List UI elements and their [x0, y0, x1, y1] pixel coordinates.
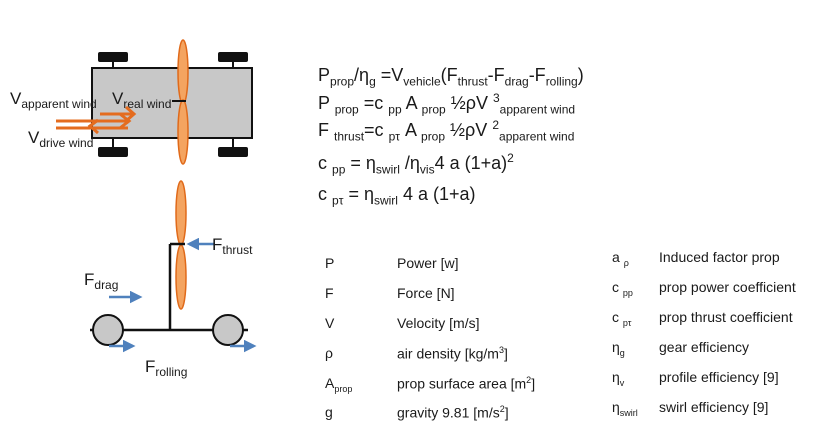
f-drag-label: Fdrag — [84, 270, 118, 292]
legend-description: swirl efficiency [9] — [659, 399, 769, 415]
equation-power-coefficient: c pp = ηswirl /ηvis4 a (1+a)2 — [318, 151, 514, 177]
legend-description: profile efficiency [9] — [659, 369, 779, 385]
front-wheel — [92, 314, 124, 346]
legend-description: Force [N] — [397, 285, 455, 301]
legend-description: gear efficiency — [659, 339, 750, 355]
equation-power-balance: Pprop/ηg =Vvehicle(Fthrust-Fdrag-Frollin… — [318, 65, 584, 89]
v-real-wind-label: Vreal wind — [112, 89, 171, 111]
f-rolling-label: Frolling — [145, 357, 187, 379]
legend-symbol: F — [325, 285, 334, 301]
equation-prop-power: P prop =c pp A prop ½ρV 3apparent wind — [318, 91, 576, 117]
wheel-top-right — [218, 52, 248, 62]
legend-symbol: g — [325, 404, 333, 420]
propeller-blade-bottom — [177, 99, 189, 165]
legend-symbol: ρ — [325, 345, 333, 361]
equation-prop-thrust: F thrust=c pτ A prop ½ρV 2apparent wind — [318, 118, 575, 144]
wheel-bottom-left — [98, 147, 128, 157]
vehicle-body — [91, 67, 253, 139]
legend-symbol: ηswirl — [612, 399, 638, 418]
side-view-vehicle: Fthrust Fdrag Frolling — [84, 180, 257, 379]
side-propeller-blade-top — [175, 180, 187, 246]
wheel-bottom-right — [218, 147, 248, 157]
legend-symbol: ηg — [612, 339, 625, 358]
legend-description: Induced factor prop — [659, 249, 780, 265]
equation-thrust-coefficient: c pτ = ηswirl 4 a (1+a) — [318, 184, 476, 208]
drive-wind-arrowhead — [87, 118, 99, 135]
legend-symbol: Aprop — [325, 375, 353, 394]
legend-symbol: c pτ — [612, 309, 632, 328]
legend-description: Velocity [m/s] — [397, 315, 480, 331]
apparent-wind-arrowhead — [119, 112, 132, 130]
legend-description: prop surface area [m2] — [397, 375, 536, 392]
legend-description: air density [kg/m3] — [397, 345, 508, 362]
legend-symbol: V — [325, 315, 335, 331]
v-drive-wind-label: Vdrive wind — [28, 128, 93, 150]
legend-symbol: a ρ — [612, 249, 629, 268]
rear-wheel — [212, 314, 244, 346]
v-apparent-wind-label: Vapparent wind — [10, 89, 97, 111]
legend-description: gravity 9.81 [m/s2] — [397, 404, 509, 421]
legend-description: prop power coefficient — [659, 279, 796, 295]
legend-description: prop thrust coefficient — [659, 309, 793, 325]
legend-description: Power [w] — [397, 255, 459, 271]
real-wind-arrowhead — [125, 105, 137, 123]
wheel-top-left — [98, 52, 128, 62]
side-propeller-blade-bottom — [175, 244, 187, 310]
legend-symbol: c pp — [612, 279, 633, 298]
legend-symbol: ηv — [612, 369, 625, 388]
f-thrust-label: Fthrust — [212, 235, 253, 257]
propeller-blade-top — [177, 39, 189, 105]
top-view-vehicle: Vapparent wind Vreal wind Vdrive wind — [10, 39, 253, 165]
legend-symbol: P — [325, 255, 335, 271]
